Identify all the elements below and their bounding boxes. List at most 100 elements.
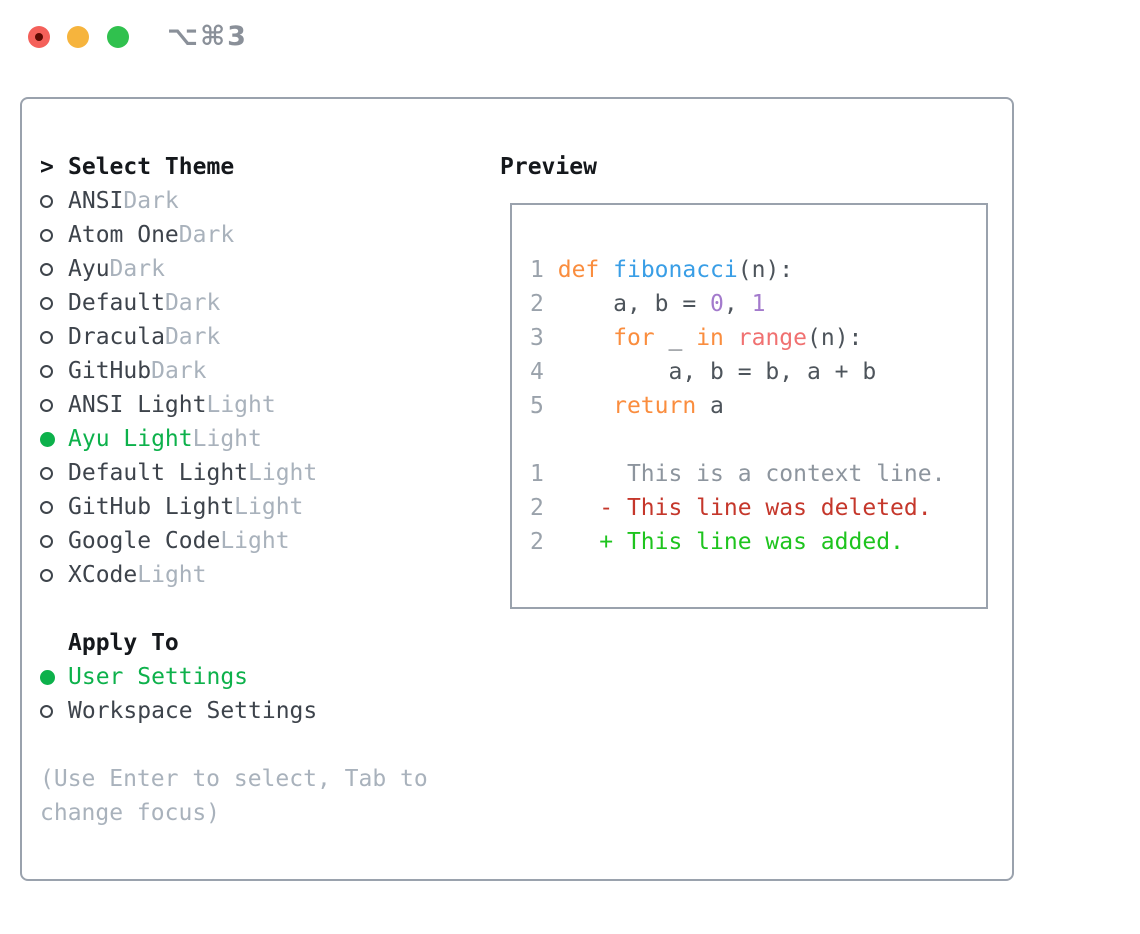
- theme-item[interactable]: Atom One Dark: [40, 218, 428, 252]
- theme-variant-label: Dark: [151, 358, 207, 384]
- preview-title: Preview: [500, 154, 597, 180]
- help-text-line: (Use Enter to select, Tab to: [40, 766, 428, 792]
- close-button[interactable]: [28, 26, 50, 48]
- code-token: a: [696, 393, 724, 419]
- theme-variant-label: Light: [137, 562, 207, 588]
- theme-item[interactable]: Ayu Dark: [40, 252, 428, 286]
- theme-item[interactable]: Default Light Light: [40, 456, 428, 490]
- apply-to-header: Apply To: [40, 626, 428, 660]
- theme-item[interactable]: GitHub Dark: [40, 354, 428, 388]
- code-token: fibonacci: [613, 257, 738, 283]
- zoom-button[interactable]: [107, 26, 129, 48]
- theme-item[interactable]: ANSI Dark: [40, 184, 428, 218]
- code-token: 1: [751, 291, 766, 317]
- line-number: 2: [530, 529, 544, 555]
- theme-item[interactable]: ANSI Light Light: [40, 388, 428, 422]
- theme-name: Atom One: [68, 222, 179, 248]
- theme-item[interactable]: Google Code Light: [40, 524, 428, 558]
- radio-icon: [40, 194, 68, 208]
- diff-text: + This line was added.: [599, 529, 904, 555]
- radio-icon: [40, 228, 68, 242]
- theme-item[interactable]: Ayu Light Light: [40, 422, 428, 456]
- theme-name: Ayu: [68, 256, 110, 282]
- theme-item[interactable]: GitHub Light Light: [40, 490, 428, 524]
- title-bar: ⌥⌘3: [0, 0, 1140, 74]
- theme-item[interactable]: Dracula Dark: [40, 320, 428, 354]
- diff-text: - This line was deleted.: [599, 495, 932, 521]
- theme-variant-label: Dark: [164, 324, 221, 350]
- theme-name: ANSI Light: [68, 392, 207, 418]
- diff-line: 2 + This line was added.: [530, 525, 986, 559]
- code-token: [558, 393, 613, 419]
- theme-variant-label: Light: [220, 528, 290, 554]
- blank-line: [530, 423, 986, 457]
- apply-option-label: Workspace Settings: [68, 698, 318, 724]
- diff-text: This is a context line.: [599, 461, 946, 487]
- theme-name: Default Light: [68, 460, 249, 486]
- apply-to-title: Apply To: [68, 630, 179, 656]
- code-token: ,: [723, 291, 752, 317]
- line-number: 3: [530, 325, 544, 351]
- code-token: in: [696, 325, 724, 351]
- diff-line: 1 This is a context line.: [530, 457, 986, 491]
- line-number: 4: [530, 359, 544, 385]
- prompt-icon: >: [40, 154, 54, 180]
- select-theme-header: >Select Theme: [40, 150, 428, 184]
- line-number: 1: [530, 257, 544, 283]
- theme-variant-label: Dark: [109, 256, 165, 282]
- theme-name: GitHub: [68, 358, 152, 384]
- code-token: (n):: [807, 325, 863, 351]
- theme-variant-label: Light: [192, 426, 262, 452]
- radio-icon: [40, 500, 68, 514]
- code-token: _: [654, 325, 697, 351]
- minimize-button[interactable]: [67, 26, 89, 48]
- theme-variant-label: Light: [234, 494, 304, 520]
- theme-variant-label: Light: [248, 460, 318, 486]
- code-token: a, b =: [557, 291, 711, 317]
- radio-icon: [40, 296, 68, 310]
- radio-icon: [40, 262, 68, 276]
- radio-icon: [40, 398, 68, 412]
- theme-name: Ayu Light: [68, 426, 193, 452]
- theme-item[interactable]: Default Dark: [40, 286, 428, 320]
- apply-option[interactable]: Workspace Settings: [40, 694, 428, 728]
- radio-icon: [40, 704, 68, 718]
- theme-name: GitHub Light: [68, 494, 235, 520]
- theme-variant-label: Dark: [123, 188, 179, 214]
- unsaved-dot-icon: [35, 33, 43, 41]
- apply-option-label: User Settings: [68, 664, 249, 690]
- theme-name: Default: [68, 290, 165, 316]
- code-token: a, b = b, a + b: [557, 359, 877, 385]
- code-line: 4 a, b = b, a + b: [530, 355, 986, 389]
- theme-variant-label: Light: [206, 392, 276, 418]
- apply-option[interactable]: User Settings: [40, 660, 428, 694]
- theme-item[interactable]: XCode Light: [40, 558, 428, 592]
- radio-selected-icon: [40, 431, 68, 447]
- radio-icon: [40, 330, 68, 344]
- code-token: [599, 257, 613, 283]
- code-token: [724, 325, 738, 351]
- code-token: for: [613, 325, 655, 351]
- line-number: 1: [530, 461, 544, 487]
- code-line: 2 a, b = 0, 1: [530, 287, 986, 321]
- code-line: 5 return a: [530, 389, 986, 423]
- diff-line: 2 - This line was deleted.: [530, 491, 986, 525]
- window-shortcut-label: ⌥⌘3: [167, 21, 248, 52]
- radio-icon: [40, 466, 68, 480]
- code-token: 0: [710, 291, 724, 317]
- theme-name: Dracula: [68, 324, 165, 350]
- line-number: 5: [530, 393, 544, 419]
- code-token: return: [613, 393, 697, 419]
- theme-name: ANSI: [68, 188, 124, 214]
- theme-variant-label: Dark: [178, 222, 235, 248]
- code-line: 1 def fibonacci(n):: [530, 253, 986, 287]
- line-number: 2: [530, 291, 544, 317]
